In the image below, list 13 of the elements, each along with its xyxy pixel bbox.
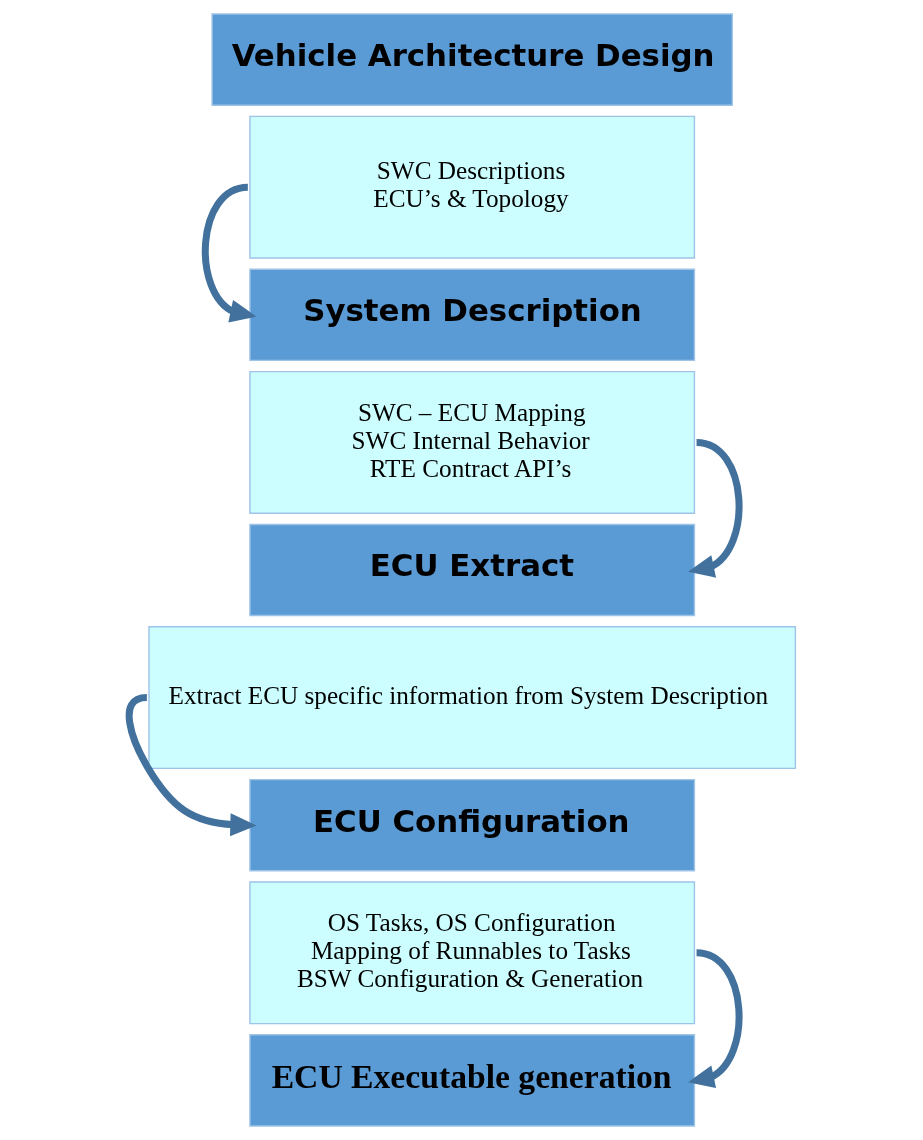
node-box: ECU Executable generation [248, 1034, 695, 1127]
node-box: Extract ECU specific information from System Description [147, 626, 796, 770]
arrow [125, 694, 257, 837]
node-box: ECU Configuration [248, 778, 695, 872]
node-box: SWC Descriptions ECU’s & Topology [248, 115, 695, 259]
node-box: System Description [248, 268, 695, 362]
node-box: ECU Extract [248, 523, 695, 617]
arrow [687, 949, 742, 1089]
node-box: Vehicle Architecture Design [210, 13, 733, 106]
arrow [687, 438, 742, 578]
node-box: OS Tasks, OS Configuration Mapping of Runnables to Tasks BSW Configuration & Generation [248, 881, 695, 1025]
arrow [201, 183, 256, 323]
node-box: SWC – ECU Mapping SWC Internal Behavior RTE Contract API’s [248, 370, 695, 514]
